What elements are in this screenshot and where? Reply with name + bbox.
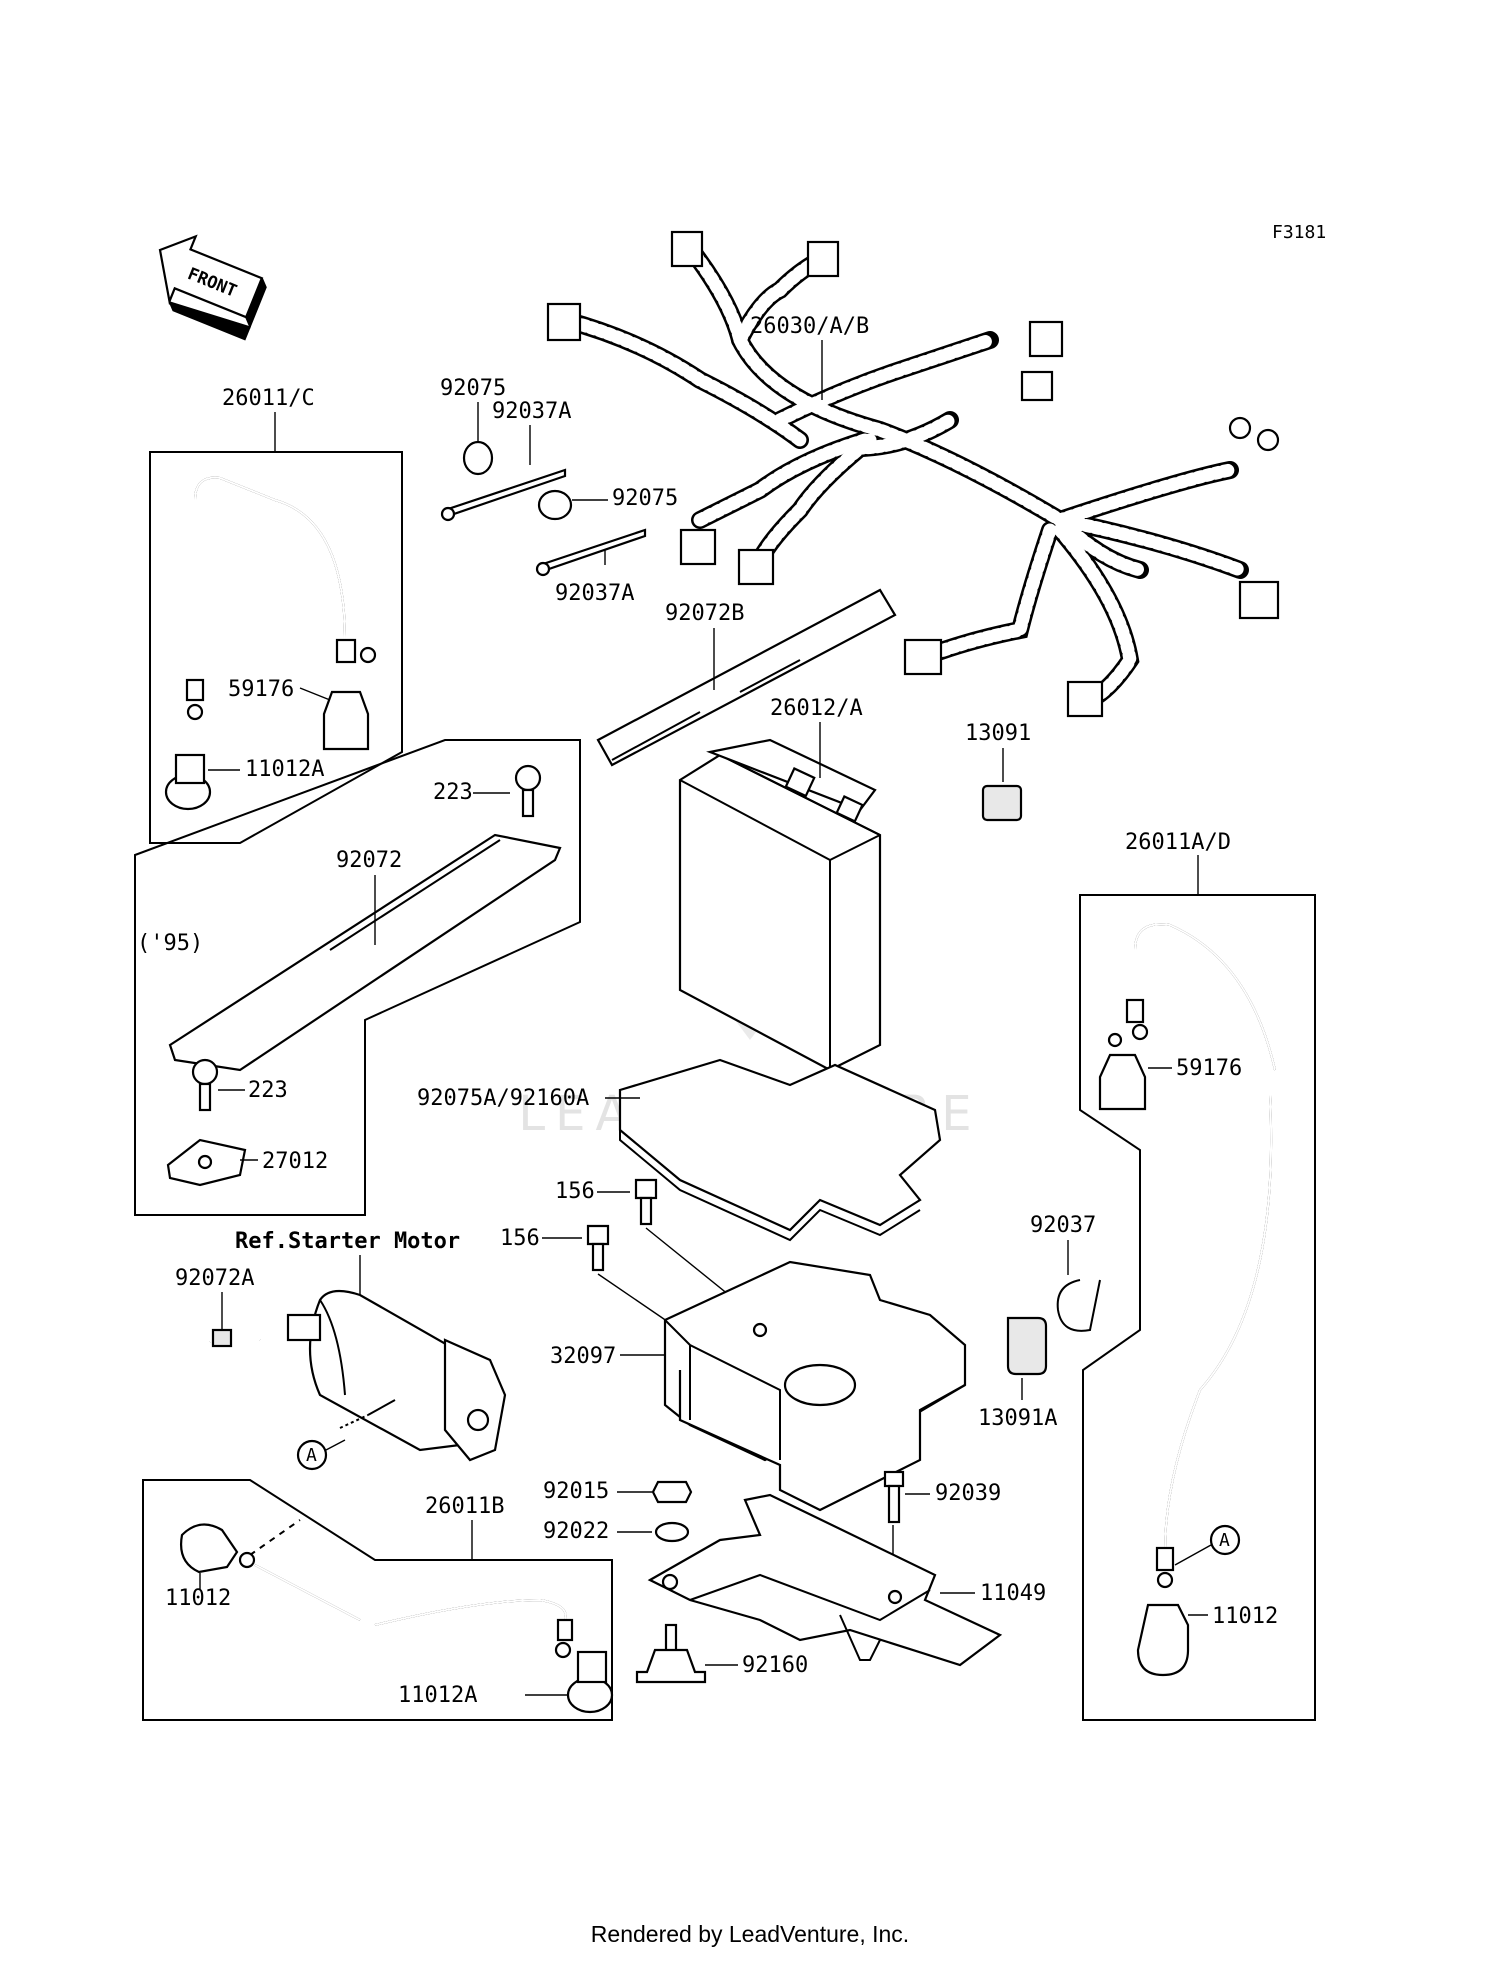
label-92072a: 92072A	[175, 1266, 254, 1291]
cable-end-2	[335, 638, 357, 664]
grommet-92075-b	[537, 489, 573, 521]
label-26030: 26030/A/B	[750, 314, 869, 339]
label-26011ad: 26011A/D	[1125, 830, 1231, 855]
starter-motor: Ref.Starter Motor A	[235, 1229, 507, 1471]
label-mark-a-1: A	[306, 1445, 317, 1466]
label-223-a: 223	[433, 780, 473, 805]
nut-92015	[651, 1480, 693, 1504]
label-59176-b: 59176	[1176, 1056, 1242, 1081]
grommet-92075-a	[462, 440, 494, 476]
label-ref-starter-motor: Ref.Starter Motor	[235, 1229, 460, 1254]
label-13091: 13091	[965, 721, 1031, 746]
strap-92072b: 92072B	[596, 588, 897, 767]
label-92039: 92039	[935, 1481, 1001, 1506]
connector-9	[903, 638, 943, 676]
box-26011ad: 26011A/D 59176 11012 A	[1079, 830, 1316, 1721]
label-156-a: 156	[555, 1179, 595, 1204]
strap-92072	[168, 833, 562, 1072]
nut-and-washer: 92015 92022	[543, 1479, 693, 1544]
label-92037a-2: 92037A	[555, 581, 634, 606]
label-95: ('95)	[137, 931, 203, 956]
label-11012a-2: 11012A	[398, 1683, 477, 1708]
cable-end-1	[185, 678, 205, 702]
ring-terminal-2	[1256, 428, 1280, 452]
label-92037a-1: 92037A	[492, 399, 571, 424]
mark-a-2	[1209, 1524, 1241, 1556]
connector-8	[1238, 580, 1280, 620]
connector-10	[1066, 680, 1104, 718]
battery-26012: 26012/A	[678, 696, 882, 1072]
wiring-harness	[546, 230, 1280, 718]
label-32097: 32097	[550, 1344, 616, 1369]
connector-7	[737, 548, 775, 586]
terminal-cover-59176-b	[1098, 1053, 1147, 1111]
label-92015: 92015	[543, 1479, 609, 1504]
label-11012-b: 11012	[1212, 1604, 1278, 1629]
strap-92072a: 92072A	[175, 1266, 269, 1444]
label-59176-a: 59176	[228, 677, 294, 702]
label-13091a: 13091A	[978, 1406, 1057, 1431]
label-26011c: 26011/C	[222, 386, 315, 411]
box-95: ('95) 223 92072 223 27012	[134, 739, 581, 1216]
box-26011c: 26011/C 59176 11012A	[149, 386, 403, 844]
label-92160: 92160	[742, 1653, 808, 1678]
label-92037: 92037	[1030, 1213, 1096, 1238]
diagram-code: F3181	[1272, 222, 1326, 243]
label-11049: 11049	[980, 1581, 1046, 1606]
label-27012: 27012	[262, 1149, 328, 1174]
terminal-cover-59176	[322, 690, 370, 751]
label-11012a-1: 11012A	[245, 757, 324, 782]
mark-a-1	[296, 1439, 328, 1471]
pad-92075a-92160a: 92075A/92160A	[417, 1058, 942, 1242]
bolt-223-b	[191, 1058, 219, 1086]
label-223-b: 223	[248, 1078, 288, 1103]
connector-5	[1020, 370, 1054, 402]
clamp-92037a-2	[538, 528, 647, 573]
grommets-and-clamps: 92075 92037A 92075 92037A	[440, 376, 678, 606]
bolts-156: 156 156	[500, 1178, 761, 1331]
label-mark-a-2: A	[1219, 1530, 1230, 1551]
footer-credit: Rendered by LeadVenture, Inc.	[591, 1921, 909, 1947]
label-92072: 92072	[336, 848, 402, 873]
ring-terminal-1	[1228, 416, 1252, 440]
clamp-92037	[1056, 1279, 1101, 1332]
label-92022: 92022	[543, 1519, 609, 1544]
battery-case-32097: 32097	[550, 1260, 967, 1512]
connector-3	[806, 240, 840, 278]
label-92075-a: 92075	[440, 376, 506, 401]
terminal-cover-11012-b	[1136, 1603, 1190, 1677]
clip-13091	[981, 784, 1023, 822]
label-92072b: 92072B	[665, 601, 744, 626]
bolt-223-a	[514, 764, 542, 792]
front-arrow-icon: FRONT	[158, 234, 267, 341]
label-92075-b: 92075	[612, 486, 678, 511]
connector-2	[546, 302, 582, 342]
harness-connectors	[546, 230, 1280, 718]
connector-6	[679, 528, 717, 566]
connector-1	[670, 230, 704, 268]
damper-92160: 92160	[635, 1623, 808, 1684]
label-92075a-92160a: 92075A/92160A	[417, 1086, 589, 1111]
label-26012: 26012/A	[770, 696, 863, 721]
label-156-b: 156	[500, 1226, 540, 1251]
label-26011b: 26011B	[425, 1494, 504, 1519]
bracket-11049: 11049	[647, 1493, 1046, 1667]
box-26011b: 26011B 11012 11012A	[142, 1479, 614, 1721]
connector-4	[1028, 320, 1064, 358]
pad-13091a	[1006, 1316, 1048, 1376]
label-11012: 11012	[165, 1586, 231, 1611]
terminal-cover-11012	[180, 1523, 239, 1574]
washer-92022	[654, 1521, 690, 1543]
